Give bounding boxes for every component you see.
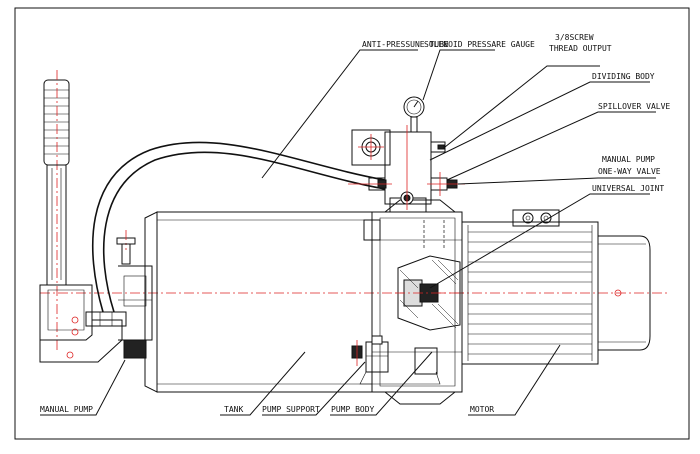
label-manual-pump-valve-line1: MANUAL PUMP xyxy=(602,155,655,164)
pin-marker xyxy=(71,316,79,324)
label-pump-body: PUMP BODY xyxy=(331,405,375,414)
pump-fitting xyxy=(85,311,127,327)
tank-bracket xyxy=(118,265,153,341)
pump-handle-grip xyxy=(43,79,70,166)
label-manual-pump-valve-line2: ONE-WAY VALVE xyxy=(598,167,661,176)
label-pump-support: PUMP SUPPORT xyxy=(262,405,320,414)
label-universal-joint: UNIVERSAL JOINT xyxy=(592,184,664,193)
manual-pump-base xyxy=(39,319,123,363)
anti-pressure-tube xyxy=(91,141,386,313)
joint-hatching xyxy=(399,259,459,329)
dividing-body xyxy=(348,96,465,213)
tank xyxy=(116,211,381,393)
label-motor: MOTOR xyxy=(470,405,494,414)
tank-end-cap xyxy=(144,211,158,393)
label-screw-line2: THREAD OUTPUT xyxy=(549,44,612,53)
pump-handle-lever xyxy=(46,164,67,286)
solenoid-block xyxy=(351,129,391,166)
drawing-frame xyxy=(14,7,690,440)
label-solenoid-pressure-gauge: SOLENOID PRESSARE GAUGE xyxy=(424,40,535,49)
motor-fan-cover xyxy=(597,235,651,351)
label-anti-pressure-tube: ANTI-PRESSUNE TUBE xyxy=(362,40,449,49)
leader-lines xyxy=(40,49,656,416)
motor-cooling-fins xyxy=(468,231,592,355)
pump-body-fitting xyxy=(365,341,389,373)
universal-joint xyxy=(395,255,465,331)
grip-knurling xyxy=(44,89,69,155)
manual-pump-cylinder xyxy=(39,284,93,341)
motor xyxy=(461,209,651,365)
drain-plug xyxy=(123,339,147,359)
manual-pump-assembly xyxy=(39,70,127,363)
label-screw-line1: 3/8SCREW xyxy=(555,33,594,42)
label-tank: TANK xyxy=(224,405,243,414)
label-spillover-valve: SPILLOVER VALVE xyxy=(598,102,670,111)
motor-terminal-box xyxy=(512,209,560,227)
label-manual-pump: MANUAL PUMP xyxy=(40,405,93,414)
tank-body xyxy=(156,211,373,393)
label-dividing-body: DIVIDING BODY xyxy=(592,72,655,81)
